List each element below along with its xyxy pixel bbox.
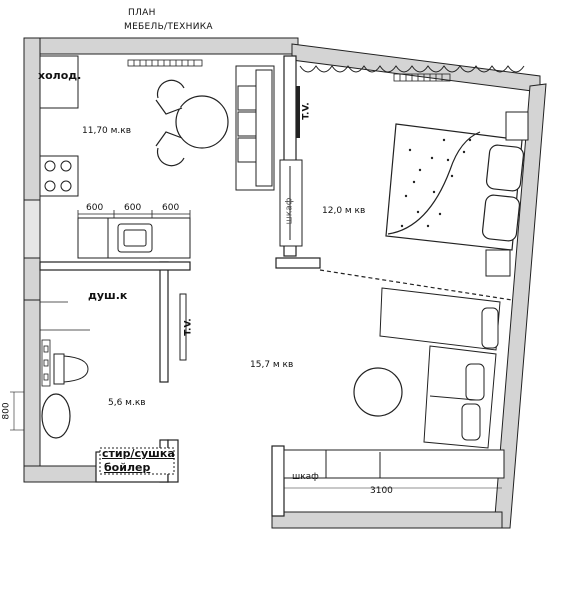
kitchen-sofa — [235, 65, 275, 191]
dining-table — [155, 79, 229, 167]
counter-dimension-line — [77, 210, 191, 218]
washer-boiler — [99, 447, 175, 475]
fridge — [39, 55, 79, 109]
kitchen-radiator — [127, 59, 203, 67]
walls — [23, 37, 547, 529]
tv-living-label: T.V. — [183, 318, 194, 336]
counter-dim-3: 600 — [162, 203, 180, 213]
washer-label-line2: бойлер — [104, 461, 151, 474]
wardrobe-vertical-label: шкаф — [284, 197, 295, 225]
bedroom-tv-unit — [296, 86, 300, 138]
tv-bedroom-label: T.V. — [301, 102, 312, 120]
living-tv-unit — [179, 293, 187, 361]
counter-dim-1: 600 — [86, 203, 104, 213]
bedroom-partition — [319, 269, 513, 301]
stove — [39, 155, 79, 197]
plan-subtitle: МЕБЕЛЬ/ТЕХНИКА — [124, 22, 213, 32]
shower-label: душ.к — [88, 289, 128, 302]
shower — [40, 301, 90, 331]
toilet — [53, 353, 89, 385]
living-area-label: 15,7 м кв — [250, 360, 294, 370]
nightstand-bottom — [485, 249, 511, 277]
plan-title: ПЛАН — [128, 8, 156, 18]
wardrobe-vertical — [279, 159, 303, 247]
washer-label-line1: стир/сушка — [102, 447, 175, 460]
wardrobe-bottom-label: шкаф — [292, 472, 319, 482]
wardrobe-bottom — [283, 449, 505, 479]
counter-dim-2: 600 — [124, 203, 142, 213]
kitchen-area-label: 11,70 м.кв — [82, 126, 132, 136]
left-dimension-line — [10, 391, 24, 431]
bedroom-curtain — [299, 65, 525, 73]
bathroom-fixtures — [41, 339, 51, 387]
left-offset-dim: 800 — [1, 402, 12, 420]
bathroom-sink — [41, 393, 71, 439]
coffee-table — [353, 367, 403, 417]
nightstand-top — [505, 111, 529, 141]
bath-area-label: 5,6 м.кв — [108, 398, 146, 408]
living-sofa — [379, 287, 501, 449]
fridge-label: холод. — [38, 69, 82, 82]
bed-pattern — [400, 138, 472, 228]
wall-bottom-dim: 3100 — [370, 486, 393, 496]
bedroom-radiator — [393, 73, 451, 82]
kitchen-counter — [77, 217, 191, 259]
bed — [385, 123, 525, 251]
bedroom-area-label: 12,0 м кв — [322, 206, 366, 216]
